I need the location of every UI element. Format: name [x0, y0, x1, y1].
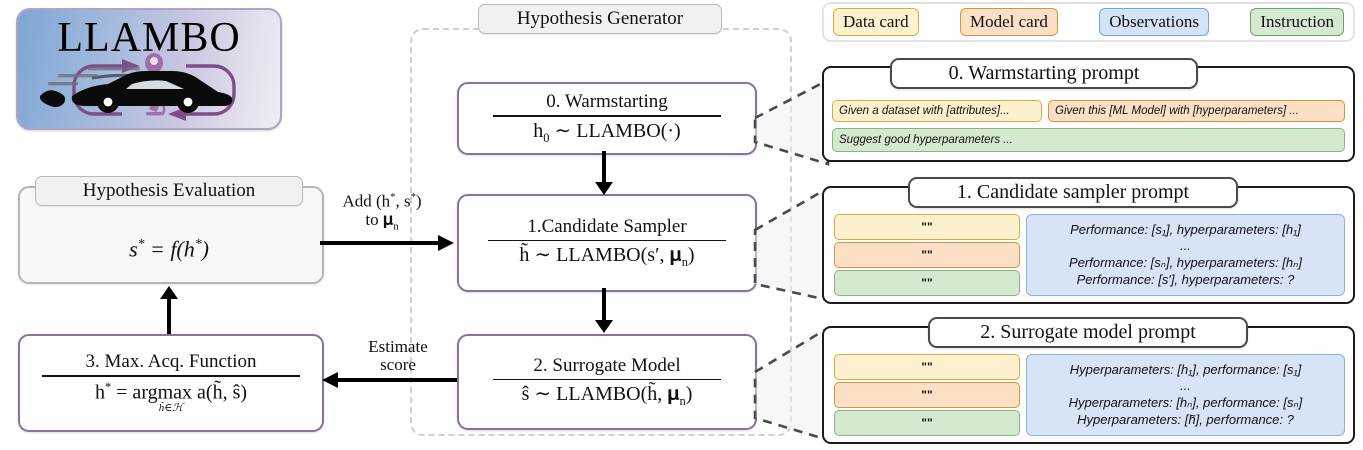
node-rule [493, 115, 721, 117]
legend-chip-data-card[interactable]: Data card [833, 8, 919, 36]
legend-chip-model-card[interactable]: Model card [959, 8, 1058, 36]
edge-label-add-to-dn: Add (h*, s*) to 𝛍n [322, 192, 442, 233]
prompt2-data-card: "" [834, 354, 1020, 380]
prompt2-obs-line-1: ... [1180, 378, 1191, 394]
arrow-sampler-to-surrogate-head [595, 320, 613, 333]
node-max-acq-function[interactable]: 3. Max. Acq. Function h* = argmax a(h̃, … [18, 334, 324, 432]
arrow-eval-to-sampler-head [438, 235, 454, 251]
node-candidate-sampler-title: 1.Candidate Sampler [527, 215, 687, 237]
node-warmstarting-formula: h0 ∼ LLAMBO(·) [533, 119, 681, 145]
legend-bar: Data card Model card Observations Instru… [822, 2, 1355, 42]
prompt-warmstarting-title: 0. Warmstarting prompt [890, 58, 1198, 89]
arrow-sampler-to-surrogate-line [602, 288, 606, 321]
arrow-surrogate-to-acq-head [322, 372, 338, 388]
node-candidate-sampler-formula: h̃ ∼ LLAMBO(s′, 𝛍n) [519, 244, 695, 270]
prompt2-obs-line-0: Hyperparameters: [h₁], performance: [s₁] [1069, 361, 1302, 377]
node-rule [493, 378, 721, 381]
node-surrogate-model-title: 2. Surrogate Model [533, 354, 681, 376]
logo-wordmark: LLAMBO [57, 15, 241, 61]
arrow-warmstart-to-sampler-head [595, 182, 613, 195]
prompt1-obs-line-1: ... [1180, 238, 1191, 254]
prompt1-obs-line-3: Performance: [s′], hyperparameters: ? [1076, 271, 1295, 287]
hypothesis-evaluation-title: Hypothesis Evaluation [35, 176, 303, 206]
edge-label-add-to-dn-line2: to 𝛍n [365, 210, 399, 233]
prompt-candidate-sampler-title: 1. Candidate sampler prompt [908, 177, 1238, 208]
prompt1-observations: Performance: [s₁], hyperparameters: [h₁]… [1026, 214, 1345, 296]
node-warmstarting[interactable]: 0. Warmstarting h0 ∼ LLAMBO(·) [457, 82, 757, 155]
edge-label-estimate-score: Estimate score [340, 337, 456, 375]
arrow-eval-to-sampler-line [320, 241, 440, 245]
logo-artwork [36, 52, 262, 124]
node-rule [488, 239, 726, 242]
prompt2-model-card: "" [834, 382, 1020, 408]
edge-label-estimate-score-line1: Estimate [368, 337, 428, 356]
node-surrogate-model-formula: ŝ ∼ LLAMBO(h̃, 𝛍n) [521, 383, 693, 409]
arrow-acq-to-eval-line [167, 298, 171, 334]
edge-label-estimate-score-line2: score [380, 355, 416, 375]
prompt2-observations: Hyperparameters: [h₁], performance: [s₁]… [1026, 354, 1345, 436]
node-max-acq-formula: h* = argmax a(h̃, ŝ) [94, 379, 248, 404]
node-max-acq-subscript: h̃∈ℋ [158, 401, 184, 414]
legend-chip-instruction[interactable]: Instruction [1250, 8, 1344, 36]
cycle-arrow-head-top [122, 59, 140, 73]
prompt2-instruction: "" [834, 410, 1020, 436]
hypothesis-evaluation-formula: s* = f(h*) [129, 236, 209, 262]
node-max-acq-title: 3. Max. Acq. Function [85, 351, 257, 373]
prompt-connectors [753, 77, 830, 440]
prompt-surrogate-model-title: 2. Surrogate model prompt [928, 317, 1248, 348]
prompt2-obs-line-3: Hyperparameters: [h̃], performance: ? [1077, 411, 1294, 427]
prompt0-model-card: Given this [ML Model] with [hyperparamet… [1048, 100, 1345, 122]
node-rule [42, 375, 300, 377]
edge-label-add-to-dn-line1: Add (h*, s*) [342, 191, 422, 211]
llambo-logo: LLAMBO [16, 8, 282, 130]
legend-chip-observations[interactable]: Observations [1099, 8, 1209, 36]
prompt0-instruction: Suggest good hyperparameters ... [832, 128, 1345, 152]
prompt1-obs-line-0: Performance: [s₁], hyperparameters: [h₁] [1070, 221, 1301, 237]
prompt1-model-card: "" [834, 242, 1020, 268]
prompt1-data-card: "" [834, 214, 1020, 240]
arrow-warmstart-to-sampler-line [602, 151, 606, 183]
arrow-acq-to-eval-head [160, 286, 178, 299]
node-surrogate-model[interactable]: 2. Surrogate Model ŝ ∼ LLAMBO(h̃, 𝛍n) [457, 334, 757, 430]
prompt2-obs-line-2: Hyperparameters: [hₙ], performance: [sₙ] [1068, 395, 1303, 410]
prompt1-obs-line-2: Performance: [sₙ], hyperparameters: [hₙ] [1069, 255, 1302, 270]
car-icon [39, 67, 233, 113]
prompt1-instruction: "" [834, 270, 1020, 296]
arrow-surrogate-to-acq-line [337, 378, 457, 382]
node-candidate-sampler[interactable]: 1.Candidate Sampler h̃ ∼ LLAMBO(s′, 𝛍n) [457, 194, 757, 292]
node-warmstarting-title: 0. Warmstarting [546, 91, 668, 113]
prompt0-data-card: Given a dataset with [attributes]... [832, 100, 1042, 122]
hypothesis-generator-title: Hypothesis Generator [478, 4, 722, 34]
